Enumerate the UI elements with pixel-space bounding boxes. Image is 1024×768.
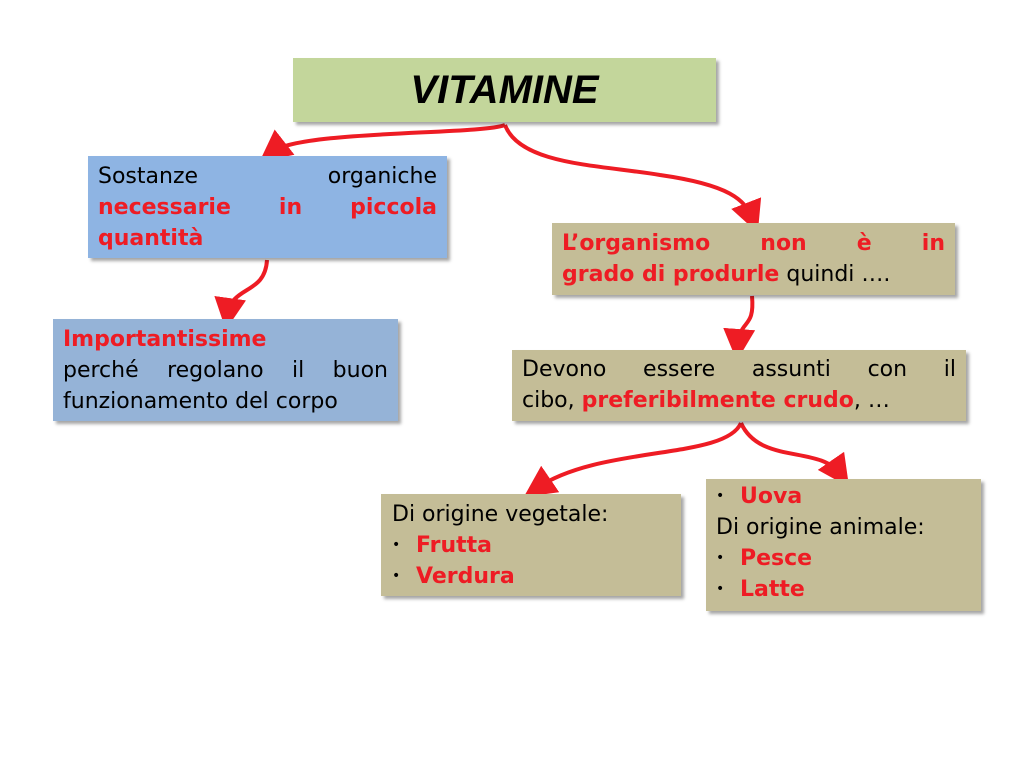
animale-heading: Di origine animale: (716, 515, 925, 540)
sostanze-line-2: necessarie in piccola (98, 195, 437, 220)
devono-line-2: cibo, preferibilmente crudo, … (522, 385, 956, 416)
arrow-title-to-organismo (503, 124, 762, 233)
organismo-line-2: grado di produrle quindi …. (562, 259, 945, 290)
list-item: • Frutta (392, 530, 670, 561)
box-origine-animale: • Uova Di origine animale: • Pesce • Lat… (706, 479, 981, 611)
arrow-title-to-sostanze (259, 123, 506, 162)
list-item: • Verdura (392, 561, 670, 592)
arrow-devono-to-vegetale (523, 421, 743, 498)
devono-line-2-red: preferibilmente crudo (581, 388, 854, 413)
sostanze-line-3: quantità (98, 226, 204, 251)
box-organismo: L’organismo non è in grado di produrle q… (552, 223, 955, 295)
arrow-sostanze-to-importanti (214, 259, 269, 330)
bullet-icon: • (716, 581, 725, 597)
box-origine-vegetale: Di origine vegetale: • Frutta • Verdura (381, 494, 681, 596)
organismo-line-2-rest: quindi …. (779, 262, 891, 287)
devono-line-2-end: , … (853, 388, 890, 413)
list-item: • Pesce (716, 543, 971, 574)
bullet-icon: • (716, 550, 725, 566)
importanti-line-3: funzionamento del corpo (63, 389, 338, 414)
list-item: • Uova (716, 481, 971, 512)
bullet-icon: • (392, 537, 401, 553)
vegetale-item: Frutta (416, 533, 493, 558)
vegetale-item: Verdura (416, 564, 515, 589)
devono-line-1: Devono essere assunti con il (522, 357, 956, 382)
list-item: • Latte (716, 574, 971, 605)
bullet-icon: • (716, 488, 725, 504)
devono-line-2-start: cibo, (522, 388, 582, 413)
arrow-organismo-to-devono (723, 295, 756, 361)
bullet-icon: • (392, 568, 401, 584)
arrow-devono-to-animale (739, 422, 850, 488)
animale-item: Latte (740, 577, 805, 602)
box-importantissime: Importantissime perché regolano il buon … (53, 319, 398, 421)
organismo-line-2-red: grado di produrle (562, 262, 780, 287)
organismo-line-1: L’organismo non è in (562, 231, 945, 256)
importanti-line-2: perché regolano il buon (63, 358, 388, 383)
box-sostanze: Sostanze organiche necessarie in piccola… (88, 156, 447, 258)
importanti-line-1: Importantissime (63, 327, 267, 352)
vegetale-heading: Di origine vegetale: (392, 502, 609, 527)
animale-top-item: Uova (740, 484, 803, 509)
box-devono: Devono essere assunti con il cibo, prefe… (512, 350, 966, 421)
animale-item: Pesce (740, 546, 813, 571)
page-title: VITAMINE (410, 68, 599, 112)
title-box: VITAMINE (293, 58, 716, 122)
sostanze-line-1: Sostanze organiche (98, 164, 437, 189)
